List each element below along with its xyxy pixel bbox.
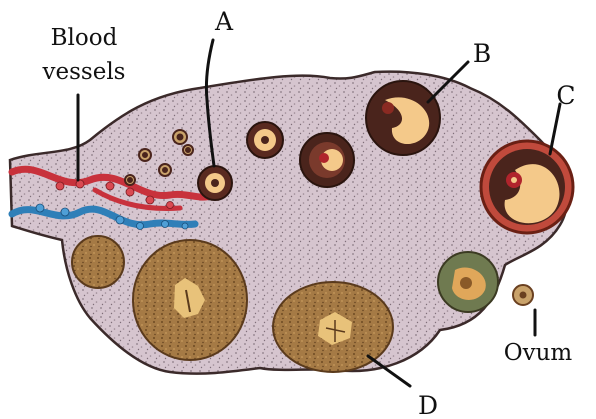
label-blood-vessels-line2: vessels — [42, 59, 126, 85]
corpus-luteum-large — [133, 240, 247, 360]
follicle-c — [481, 141, 573, 233]
follicle-b — [366, 81, 440, 155]
ovum — [513, 285, 533, 305]
label-blood-vessels-line1: Blood — [51, 25, 118, 51]
corpus-body-left-small — [72, 236, 124, 288]
follicle-a — [198, 166, 232, 200]
label-ovum: Ovum — [504, 340, 573, 366]
label-c: C — [556, 81, 575, 110]
label-d: D — [418, 391, 438, 419]
growing-follicle — [247, 122, 283, 158]
corpus-albicans-d — [273, 282, 393, 372]
label-a: A — [214, 7, 234, 36]
label-b: B — [473, 39, 491, 68]
ruptured-follicle — [438, 252, 498, 312]
secondary-follicle — [300, 133, 354, 187]
leader-c — [550, 104, 560, 154]
